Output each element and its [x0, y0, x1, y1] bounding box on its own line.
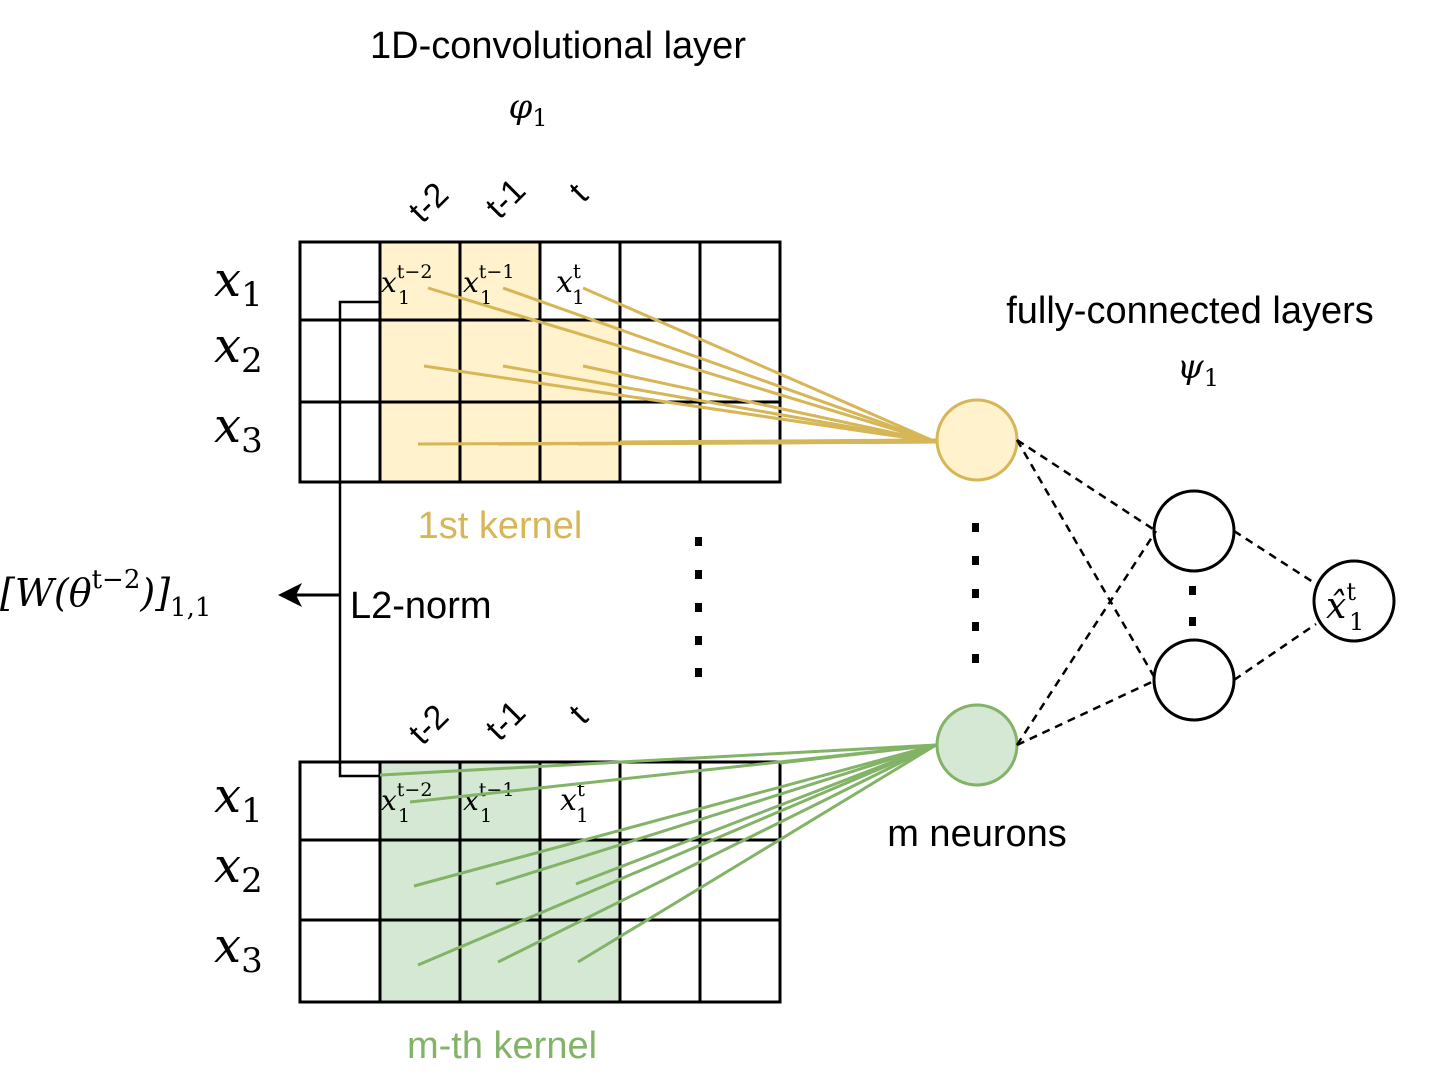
- neurons-label: m neurons: [887, 813, 1067, 855]
- row-label-x1-top: x1: [214, 252, 263, 315]
- hidden-neuron-top: [1152, 489, 1236, 573]
- first-kernel-label: 1st kernel: [418, 505, 583, 547]
- conv-layer-title: 1D-convolutional layer: [370, 25, 746, 67]
- row-label-x2-bottom: x2: [214, 838, 263, 901]
- row-label-x3-top: x3: [214, 398, 263, 461]
- neuron-ellipsis: [972, 523, 979, 663]
- mth-kernel-connections: [379, 743, 937, 967]
- mth-kernel-label: m-th kernel: [407, 1025, 597, 1067]
- kernel-ellipsis: [695, 537, 702, 677]
- time-label-t-2-top: t-2: [401, 175, 456, 230]
- grid-cell-blank-bottom: [540, 762, 620, 840]
- top-input-grid: [298, 240, 782, 484]
- row-label-x2-top: x2: [214, 318, 263, 381]
- l2-norm-bracket: [338, 300, 380, 778]
- hidden-neuron-bottom: [1152, 638, 1236, 722]
- fc-layer-symbol: ψ1: [1177, 347, 1219, 392]
- first-kernel-connections: [417, 286, 937, 446]
- row-label-x3-bottom: x3: [214, 918, 263, 981]
- time-label-t-2-bottom: t-2: [401, 697, 456, 752]
- hidden-ellipsis: [1189, 586, 1196, 626]
- fc-layer-title: fully-connected layers: [1006, 290, 1374, 332]
- mth-neuron: [935, 703, 1019, 787]
- time-label-t-top: t: [562, 176, 596, 210]
- time-label-t-1-bottom: t-1: [478, 693, 533, 748]
- row-label-x1-bottom: x1: [214, 768, 263, 831]
- weight-norm-output: [W(θt−2)]1,1: [0, 565, 211, 623]
- output-neuron: [1312, 559, 1396, 643]
- l2-norm-arrowhead: [278, 583, 302, 607]
- l2-norm-label: L2-norm: [350, 585, 492, 627]
- conv-layer-symbol: φ1: [508, 87, 547, 132]
- first-neuron: [935, 398, 1019, 482]
- time-label-t-1-top: t-1: [478, 171, 533, 226]
- time-label-t-bottom: t: [562, 698, 596, 732]
- fully-connected-edges: [1015, 438, 1317, 747]
